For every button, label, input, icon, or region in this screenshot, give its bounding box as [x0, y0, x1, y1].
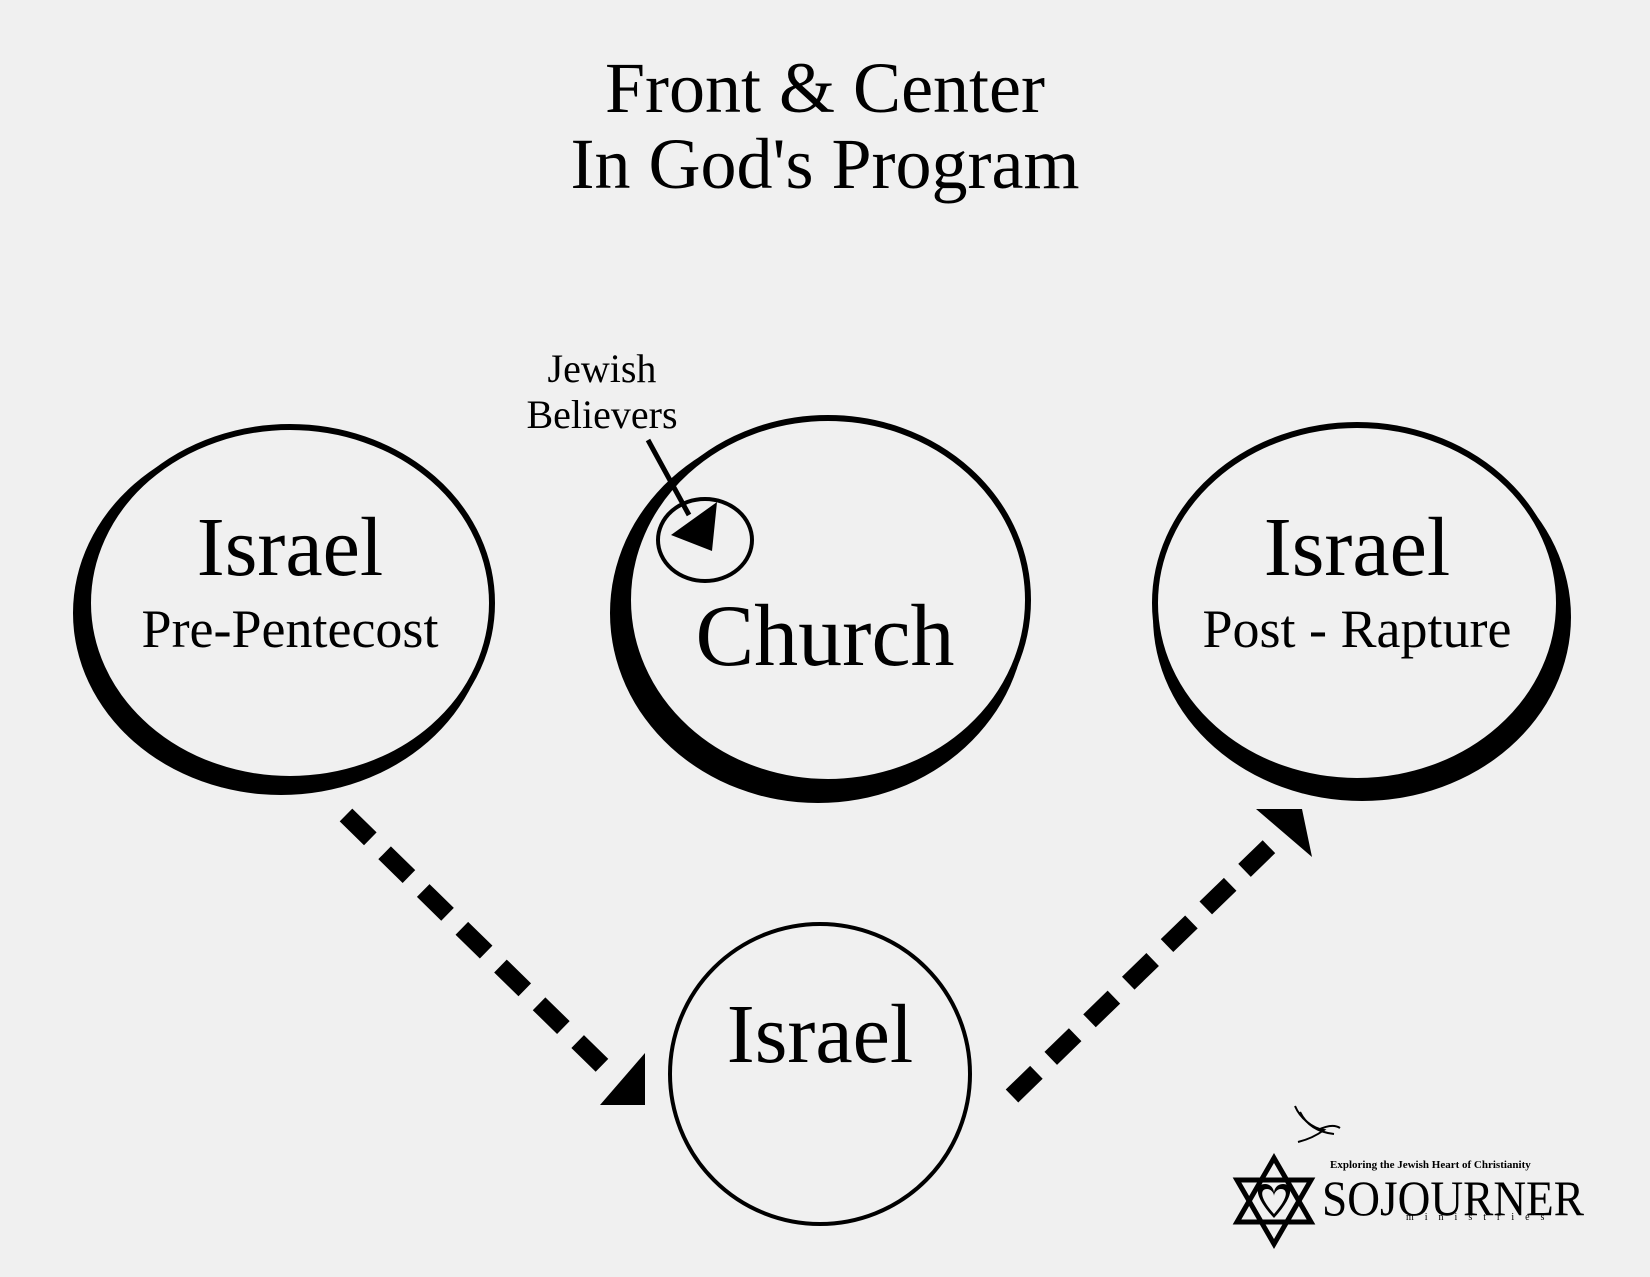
heart-icon: [1257, 1184, 1291, 1218]
jewish-believers-label-line-1: Jewish: [548, 346, 657, 391]
church-label: Church: [695, 588, 954, 685]
israel-post-rapture-label: Israel: [1264, 501, 1451, 594]
israel-post-rapture-subtitle: Post - Rapture: [1203, 599, 1512, 659]
star-of-david-icon: [1232, 1153, 1316, 1249]
arrow-israel-to-post-rapture: [1005, 809, 1312, 1103]
jewish-believers-pointer-arrow: [645, 438, 717, 551]
logo-subtitle: ministries: [1406, 1212, 1555, 1223]
arrow-pre-pentecost-to-israel: [339, 808, 645, 1105]
israel-pre-pentecost-circle: [73, 424, 495, 795]
israel-pre-pentecost-subtitle: Pre-Pentecost: [142, 599, 439, 659]
title-line-1: Front & Center: [605, 48, 1045, 128]
israel-bottom-circle: [668, 922, 972, 1226]
israel-bottom-label: Israel: [727, 988, 914, 1081]
israel-pre-pentecost-label: Israel: [197, 501, 384, 594]
logo-name: SOJOURNER: [1322, 1170, 1585, 1226]
logo-tagline: Exploring the Jewish Heart of Christiani…: [1330, 1159, 1531, 1171]
jewish-believers-label-line-2: Believers: [526, 392, 677, 437]
israel-post-rapture-circle: [1152, 422, 1571, 801]
jewish-believers-circle: [656, 497, 754, 583]
dove-icon: [1294, 1105, 1341, 1143]
title-line-2: In God's Program: [571, 124, 1080, 204]
sojourner-logo: Exploring the Jewish Heart of Christiani…: [1232, 1105, 1585, 1249]
